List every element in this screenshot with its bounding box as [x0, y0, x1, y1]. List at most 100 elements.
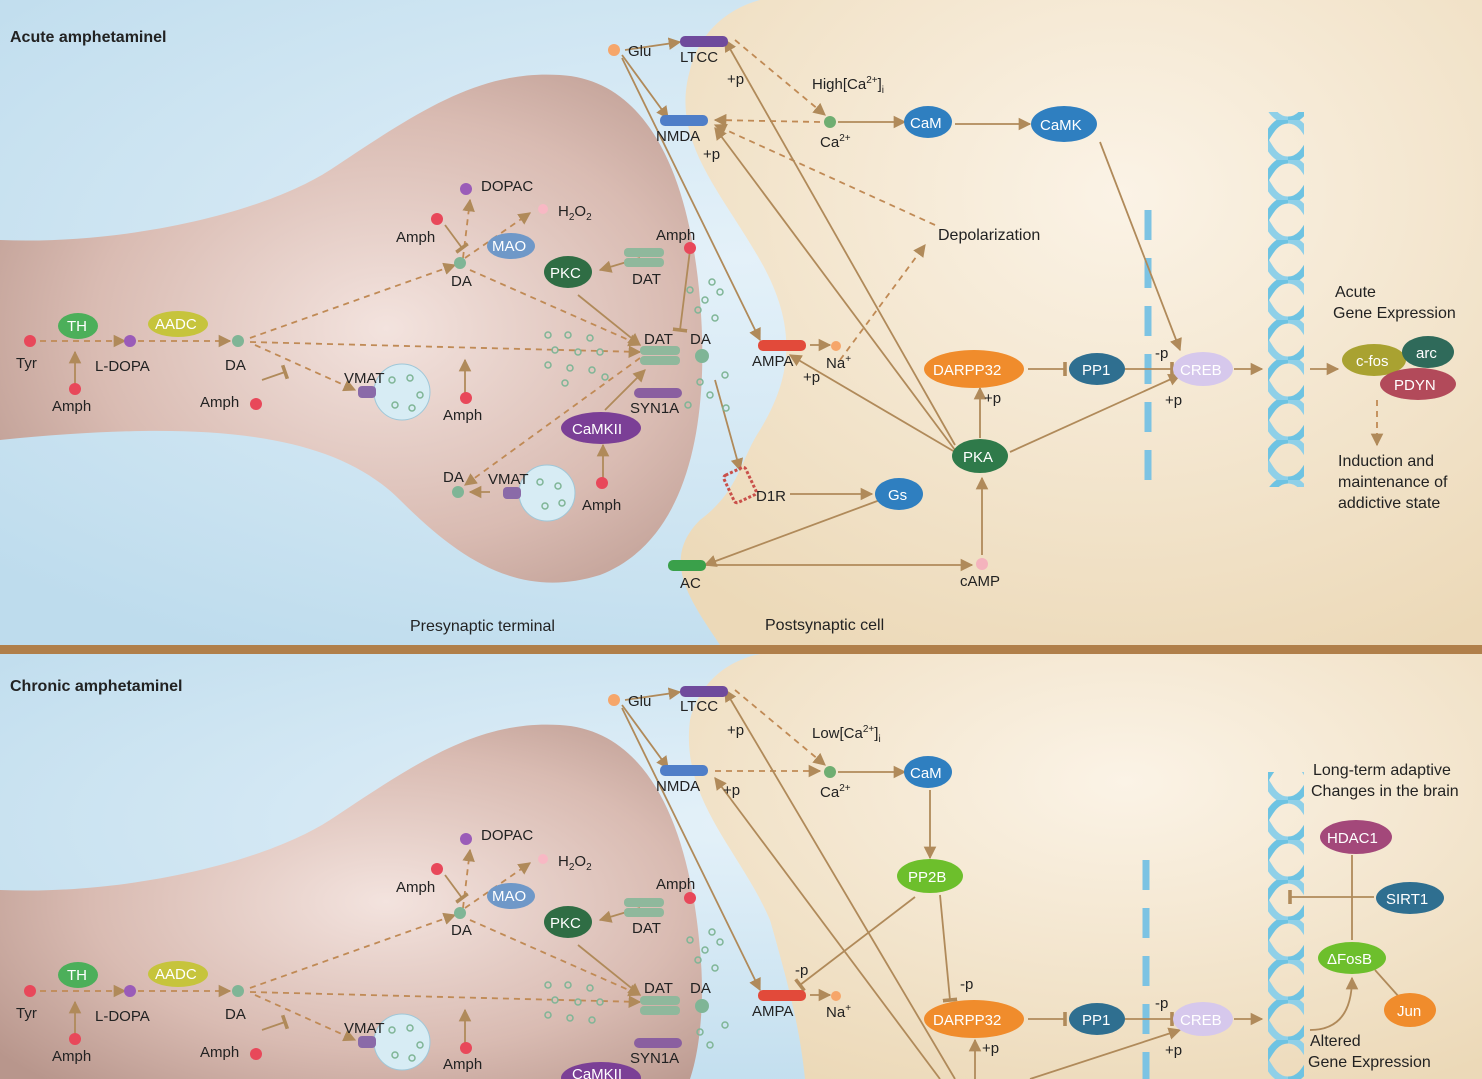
h2o2-dot [538, 854, 548, 864]
svg-text:Gs: Gs [888, 487, 907, 504]
pp1-node [1069, 1003, 1125, 1035]
da-dot [695, 999, 709, 1013]
ampa-receptor [758, 990, 806, 1001]
aadc-node [148, 311, 208, 337]
syn1a-label: SYN1A [630, 400, 679, 417]
tyr-dot [24, 985, 36, 997]
chronic-title: Chronic amphetaminel [10, 678, 182, 695]
vmat-label: VMAT [344, 370, 385, 387]
dopac-label: DOPAC [481, 178, 533, 195]
amph-label: Amph [396, 879, 435, 896]
plus-p-label: +p [803, 369, 820, 386]
svg-text:Jun: Jun [1397, 1003, 1421, 1020]
altered-label: Altered [1310, 1033, 1361, 1050]
tyr-dot [24, 335, 36, 347]
mao-node [487, 233, 535, 259]
da-dot [232, 985, 244, 997]
svg-text:ΔFosB: ΔFosB [1327, 951, 1372, 968]
ampa-label: AMPA [752, 1003, 793, 1020]
svg-text:DARPP32: DARPP32 [933, 362, 1001, 379]
ac-enzyme [668, 560, 706, 571]
da-dot [232, 335, 244, 347]
pkc-node [544, 256, 592, 288]
camp-label: cAMP [960, 573, 1000, 590]
da-dot [452, 486, 464, 498]
darpp32-node [924, 1000, 1024, 1038]
svg-text:CREB: CREB [1180, 1012, 1222, 1029]
induction-label: addictive state [1338, 495, 1440, 512]
th-node [58, 962, 98, 988]
amph-label: Amph [582, 497, 621, 514]
camk-node [1031, 106, 1097, 142]
svg-text:PDYN: PDYN [1394, 377, 1436, 394]
long-term-label: Changes in the brain [1311, 783, 1459, 800]
da-label: DA [690, 980, 711, 997]
low-ca-label: Low[Ca2+]i [812, 724, 881, 745]
svg-text:CaMKII: CaMKII [572, 421, 622, 438]
dopac-label: DOPAC [481, 827, 533, 844]
na-label: Na+ [826, 354, 851, 372]
amph-label: Amph [396, 229, 435, 246]
induction-label: Induction and [1338, 453, 1434, 470]
amph-label: Amph [52, 398, 91, 415]
plus-p-label: +p [727, 722, 744, 739]
da-label: DA [690, 331, 711, 348]
amph-dot [684, 242, 696, 254]
svg-text:TH: TH [67, 967, 87, 984]
da-label: DA [451, 922, 472, 939]
altered-label: Gene Expression [1308, 1054, 1431, 1071]
ltcc-label: LTCC [680, 49, 718, 66]
svg-text:MAO: MAO [492, 888, 526, 905]
amph-dot [460, 1042, 472, 1054]
vmat-label: VMAT [344, 1020, 385, 1037]
svg-text:SIRT1: SIRT1 [1386, 891, 1428, 908]
vmat-label: VMAT [488, 471, 529, 488]
vmat-transporter [503, 487, 521, 499]
na-label: Na+ [826, 1003, 851, 1021]
da-dot [695, 349, 709, 363]
minus-p-label: -p [1155, 995, 1168, 1012]
panel-divider [0, 645, 1482, 654]
h2o2-label: H2O2 [558, 203, 592, 223]
svg-text:AADC: AADC [155, 316, 197, 333]
svg-text:PKC: PKC [550, 265, 581, 282]
dna-helix [1268, 772, 1304, 1079]
amph-label: Amph [656, 876, 695, 893]
cam-node [904, 106, 952, 138]
minus-p-label: -p [1155, 345, 1168, 362]
induction-label: maintenance of [1338, 474, 1448, 491]
presynaptic-terminal [0, 74, 703, 583]
dna-helix [1268, 112, 1304, 487]
svg-text:AADC: AADC [155, 966, 197, 983]
creb-node [1173, 352, 1233, 386]
d1r-receptor [722, 465, 758, 505]
postsynaptic-cell [680, 0, 1482, 645]
acute-title: Acute amphetaminel [10, 29, 166, 46]
plus-p-label: +p [984, 390, 1001, 407]
svg-text:TH: TH [67, 318, 87, 335]
h2o2-dot [538, 204, 548, 214]
cfos-node [1342, 344, 1406, 376]
svg-text:arc: arc [1416, 345, 1437, 362]
aadc-node [148, 961, 208, 987]
amph-dot [596, 477, 608, 489]
svg-text:CREB: CREB [1180, 362, 1222, 379]
amph-dot [460, 392, 472, 404]
plus-p-label: +p [727, 71, 744, 88]
ldopa-dot [124, 335, 136, 347]
amph-label: Amph [200, 1044, 239, 1061]
syn1a-label: SYN1A [630, 1050, 679, 1067]
svg-text:CaM: CaM [910, 765, 942, 782]
amph-dot [250, 1048, 262, 1060]
dopac-dot [460, 183, 472, 195]
na-dot [831, 341, 841, 351]
glu-dot [608, 44, 620, 56]
vmat-transporter [358, 386, 376, 398]
ldopa-label: L-DOPA [95, 358, 150, 375]
ltcc-channel [680, 686, 728, 697]
vmat-transporter [358, 1036, 376, 1048]
pp1-node [1069, 353, 1125, 385]
minus-p-label: -p [795, 962, 808, 979]
da-label: DA [443, 469, 464, 486]
dat-label: DAT [644, 980, 673, 997]
